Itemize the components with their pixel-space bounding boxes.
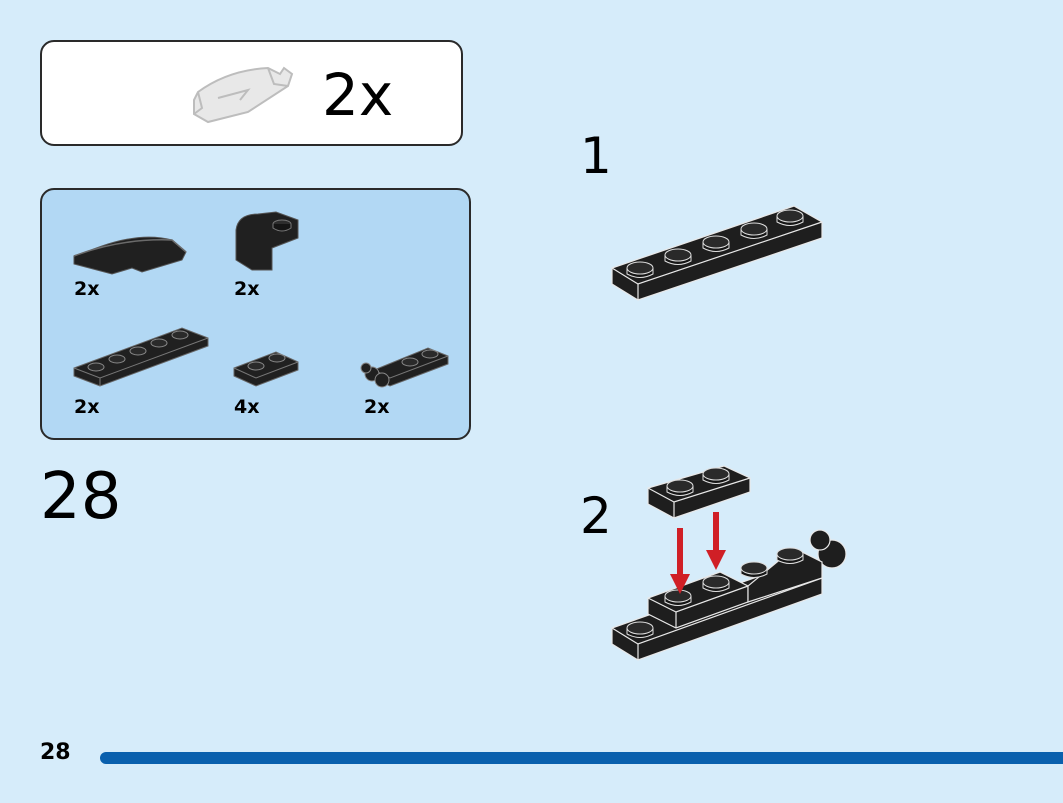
part-qty-1: 2x [74,278,100,300]
curved-slope-ghost-icon [193,66,294,124]
part-qty-5: 2x [364,396,390,418]
placement-arrow-icon [670,528,690,594]
curved-slope-1x4-icon [73,236,187,275]
plate-1x6-icon [73,327,209,387]
step-number: 28 [40,460,122,534]
progress-bar [100,752,1063,764]
part-qty-2: 2x [234,278,260,300]
page-number: 28 [40,740,71,765]
placement-arrow-icon-2 [706,512,726,570]
plate-1x2-icon [233,351,299,387]
hinge-assembly-build-icon [611,465,847,661]
part-qty-4: 4x [234,396,260,418]
sub-step-number-2: 2 [580,487,612,545]
plate-1x5-build-icon [611,205,823,301]
sub-step-number-1: 1 [580,127,612,185]
hinge-plate-1x3-icon [360,347,449,388]
curved-brick-icon [235,211,299,271]
callout-count: 2x [322,61,394,129]
part-qty-3: 2x [74,396,100,418]
